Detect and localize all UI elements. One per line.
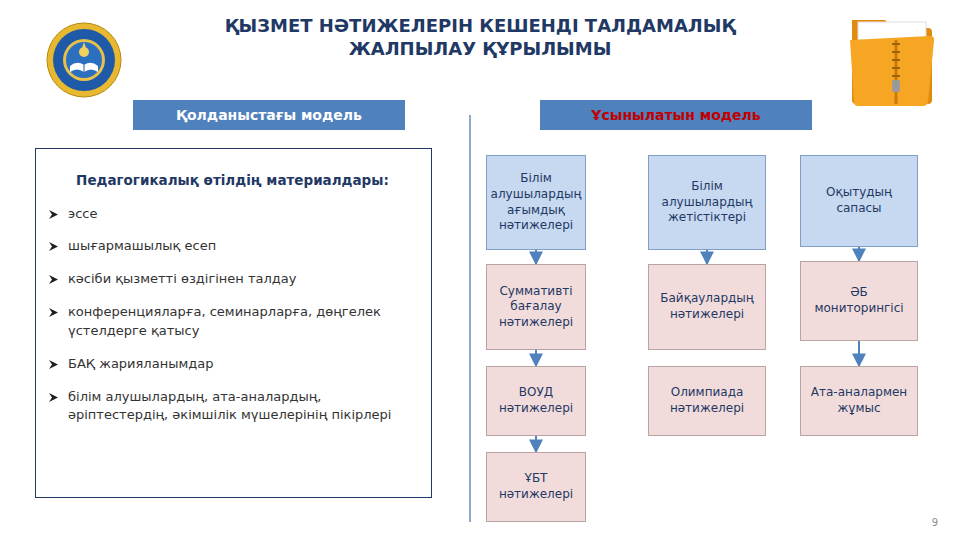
box-text: Оқытудың сапасы: [806, 185, 912, 216]
result-box: Суммативті бағалау нәтижелері: [486, 264, 586, 350]
arrow-connector: [535, 250, 537, 264]
result-box: ӘБ мониторингісі: [800, 261, 918, 341]
arrow-connector: [706, 250, 708, 264]
category-box: Білім алушылардың ағымдық нәтижелері: [486, 155, 586, 250]
title: ҚЫЗМЕТ НӘТИЖЕЛЕРІН КЕШЕНДІ ТАЛДАМАЛЫҚ ЖА…: [170, 14, 790, 61]
list-item: білім алушылардың, ата-аналардың, әріпте…: [48, 388, 417, 426]
result-box: Олимпиада нәтижелері: [648, 366, 766, 436]
category-box: Оқытудың сапасы: [800, 155, 918, 247]
arrow-connector: [535, 436, 537, 452]
bullet-arrow: [48, 274, 59, 285]
bullet-arrow: [48, 307, 59, 318]
list-item: кәсіби қызметті өздігінен талдау: [48, 270, 417, 289]
box-text: ВОУД нәтижелері: [492, 385, 580, 416]
result-box: Ата-аналармен жұмыс: [800, 366, 918, 436]
emblem: [47, 23, 121, 97]
list-item: эссе: [48, 205, 417, 224]
box-text: ҰБТ нәтижелері: [492, 471, 580, 502]
box-text: Байқаулардың нәтижелері: [654, 291, 760, 322]
bullet-arrow: [48, 241, 59, 252]
list-item: конференцияларға, семинарларға, дөңгелек…: [48, 303, 417, 341]
box-text: Ата-аналармен жұмыс: [806, 385, 912, 416]
list-heading: Педагогикалық өтілдің материалдары:: [48, 171, 417, 191]
page-number: 9: [932, 517, 938, 528]
result-box: Байқаулардың нәтижелері: [648, 264, 766, 350]
arrow-connector: [858, 247, 860, 261]
list-item: БАҚ жарияланымдар: [48, 355, 417, 374]
list-panel: Педагогикалық өтілдің материалдары: эссе ш…: [35, 148, 432, 498]
bullet-arrow: [48, 209, 59, 220]
box-text: Білім алушылардың жетістіктері: [654, 179, 760, 226]
box-text: Олимпиада нәтижелері: [654, 385, 760, 416]
box-text: Білім алушылардың ағымдық нәтижелері: [491, 171, 582, 233]
arrow-connector: [858, 341, 860, 366]
list-item: шығармашылық есеп: [48, 237, 417, 256]
box-text: Суммативті бағалау нәтижелері: [492, 284, 580, 331]
result-box: ВОУД нәтижелері: [486, 366, 586, 436]
section-header: Ұсынылатын модель: [540, 100, 812, 130]
box-text: ӘБ мониторингісі: [806, 285, 912, 316]
folder-icon: [850, 20, 934, 106]
category-box: Білім алушылардың жетістіктері: [648, 155, 766, 250]
result-box: ҰБТ нәтижелері: [486, 452, 586, 522]
section-header: Қолданыстағы модель: [133, 100, 405, 130]
box-text: Ұсынылатын модель: [591, 107, 760, 123]
bullet-arrow: [48, 392, 59, 403]
divider-line: [469, 115, 471, 522]
bullet-arrow: [48, 359, 59, 370]
box-text: Қолданыстағы модель: [176, 107, 362, 123]
arrow-connector: [535, 350, 537, 366]
